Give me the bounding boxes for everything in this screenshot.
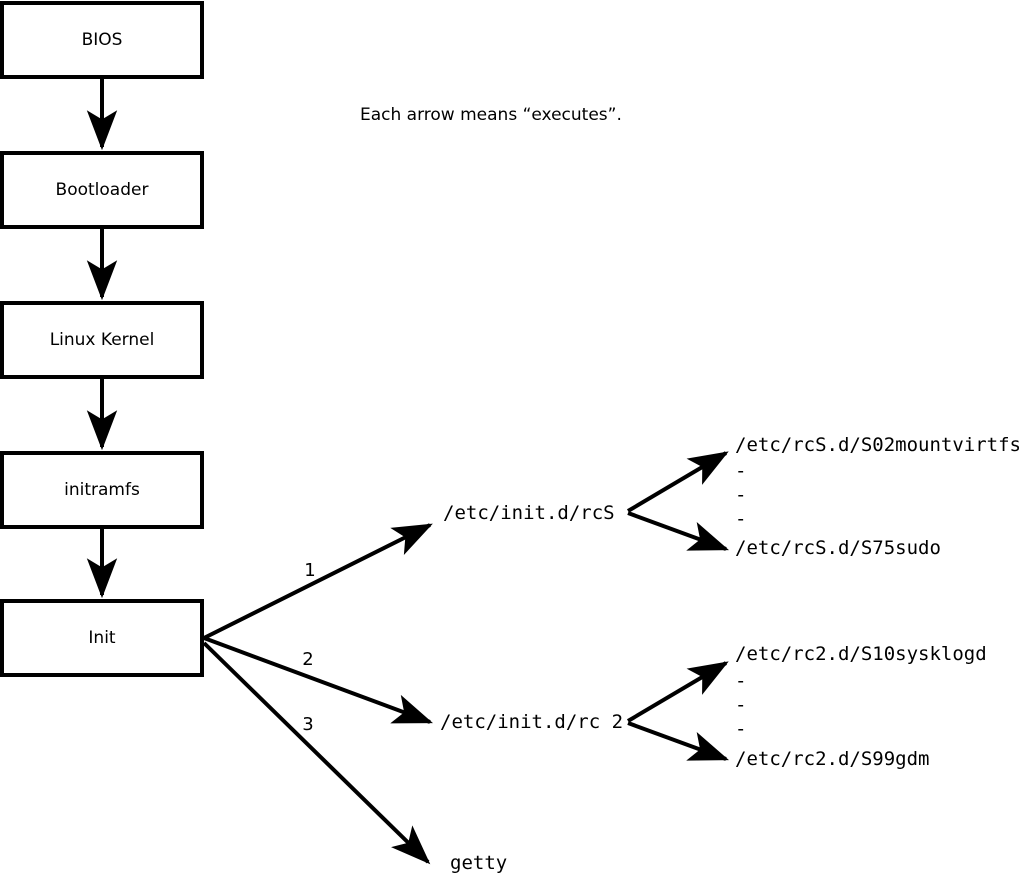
box-initramfs: initramfs [0, 451, 204, 529]
box-bios-label: BIOS [82, 30, 123, 50]
branch-number-1: 1 [304, 560, 315, 581]
box-initramfs-label: initramfs [64, 480, 140, 500]
arrow-init-to-getty [202, 641, 431, 865]
label-etc-init-d-rc2: /etc/init.d/rc 2 [440, 711, 623, 733]
label-rc2-last-script: /etc/rc2.d/S99gdm [735, 748, 929, 770]
label-getty: getty [450, 852, 507, 874]
arrow-rc2-to-first-script [626, 661, 729, 723]
box-bios: BIOS [0, 1, 204, 79]
box-bootloader-rect [0, 151, 204, 229]
rc2-ellipsis-dash-3: - [735, 718, 746, 740]
label-rcs-last-script: /etc/rcS.d/S75sudo [735, 537, 941, 559]
box-bootloader-label: Bootloader [56, 180, 149, 200]
arrow-rcs-to-last-script [627, 511, 730, 551]
arrow-rcs-to-first-script [626, 451, 729, 513]
rc2-ellipsis-dash-1: - [735, 670, 746, 692]
rcs-ellipsis-dash-1: - [735, 460, 746, 482]
box-linux-kernel-rect [0, 301, 204, 379]
box-init: Init [0, 599, 204, 677]
arrow-init-to-rcs [203, 523, 433, 640]
branch-number-3: 3 [302, 714, 313, 735]
box-bios-rect [0, 1, 204, 79]
label-etc-init-d-rcs: /etc/init.d/rcS [443, 502, 615, 524]
box-bootloader: Bootloader [0, 151, 204, 229]
box-initramfs-rect [0, 451, 204, 529]
branch-number-2: 2 [302, 649, 313, 670]
box-init-label: Init [88, 628, 116, 648]
label-rc2-first-script: /etc/rc2.d/S10sysklogd [735, 643, 987, 665]
box-linux-kernel: Linux Kernel [0, 301, 204, 379]
rc2-ellipsis-dash-2: - [735, 694, 746, 716]
arrow-rc2-to-last-script [627, 721, 730, 761]
box-init-rect [0, 599, 204, 677]
arrow-init-to-rc2 [203, 636, 433, 724]
legend-note: Each arrow means “executes”. [360, 105, 622, 125]
rcs-ellipsis-dash-3: - [735, 508, 746, 530]
rcs-ellipsis-dash-2: - [735, 484, 746, 506]
label-rcs-first-script: /etc/rcS.d/S02mountvirtfs [735, 434, 1021, 456]
box-linux-kernel-label: Linux Kernel [50, 330, 155, 350]
